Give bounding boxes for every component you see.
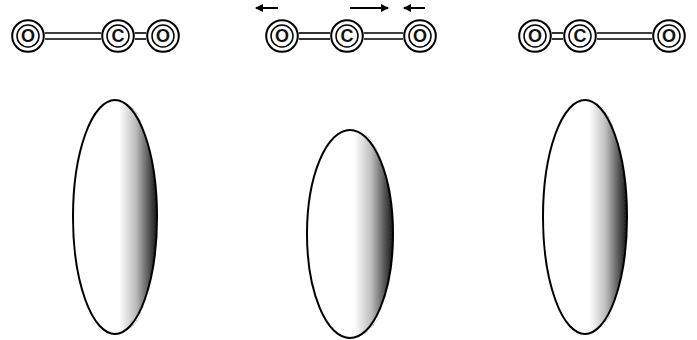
atom-circle: C <box>101 19 135 53</box>
atom-circle: O <box>11 19 45 53</box>
atom-circle: C <box>563 19 597 53</box>
atom-circle: C <box>330 19 364 53</box>
atom-symbol: C <box>563 19 597 53</box>
double-bond <box>45 33 101 39</box>
atom-symbol: O <box>146 19 180 53</box>
polarizability-ellipsoid <box>543 100 628 334</box>
atom-circle: O <box>403 19 437 53</box>
atom-symbol: C <box>101 19 135 53</box>
atom-circle: O <box>146 19 180 53</box>
atom-symbol: O <box>518 19 552 53</box>
polarizability-ellipsoid <box>307 130 394 338</box>
atom-circle: O <box>652 19 686 53</box>
atom-circle: O <box>518 19 552 53</box>
atom-symbol: O <box>403 19 437 53</box>
atom-symbol: O <box>265 19 299 53</box>
atom-symbol: O <box>11 19 45 53</box>
atom-symbol: C <box>330 19 364 53</box>
atom-circle: O <box>265 19 299 53</box>
displacement-arrow <box>256 7 425 9</box>
double-bond <box>364 33 403 39</box>
double-bond <box>552 33 563 39</box>
atom-symbol: O <box>652 19 686 53</box>
polarizability-ellipsoid <box>73 100 158 334</box>
double-bond <box>597 33 652 39</box>
double-bond <box>299 33 330 39</box>
double-bond <box>135 33 146 39</box>
